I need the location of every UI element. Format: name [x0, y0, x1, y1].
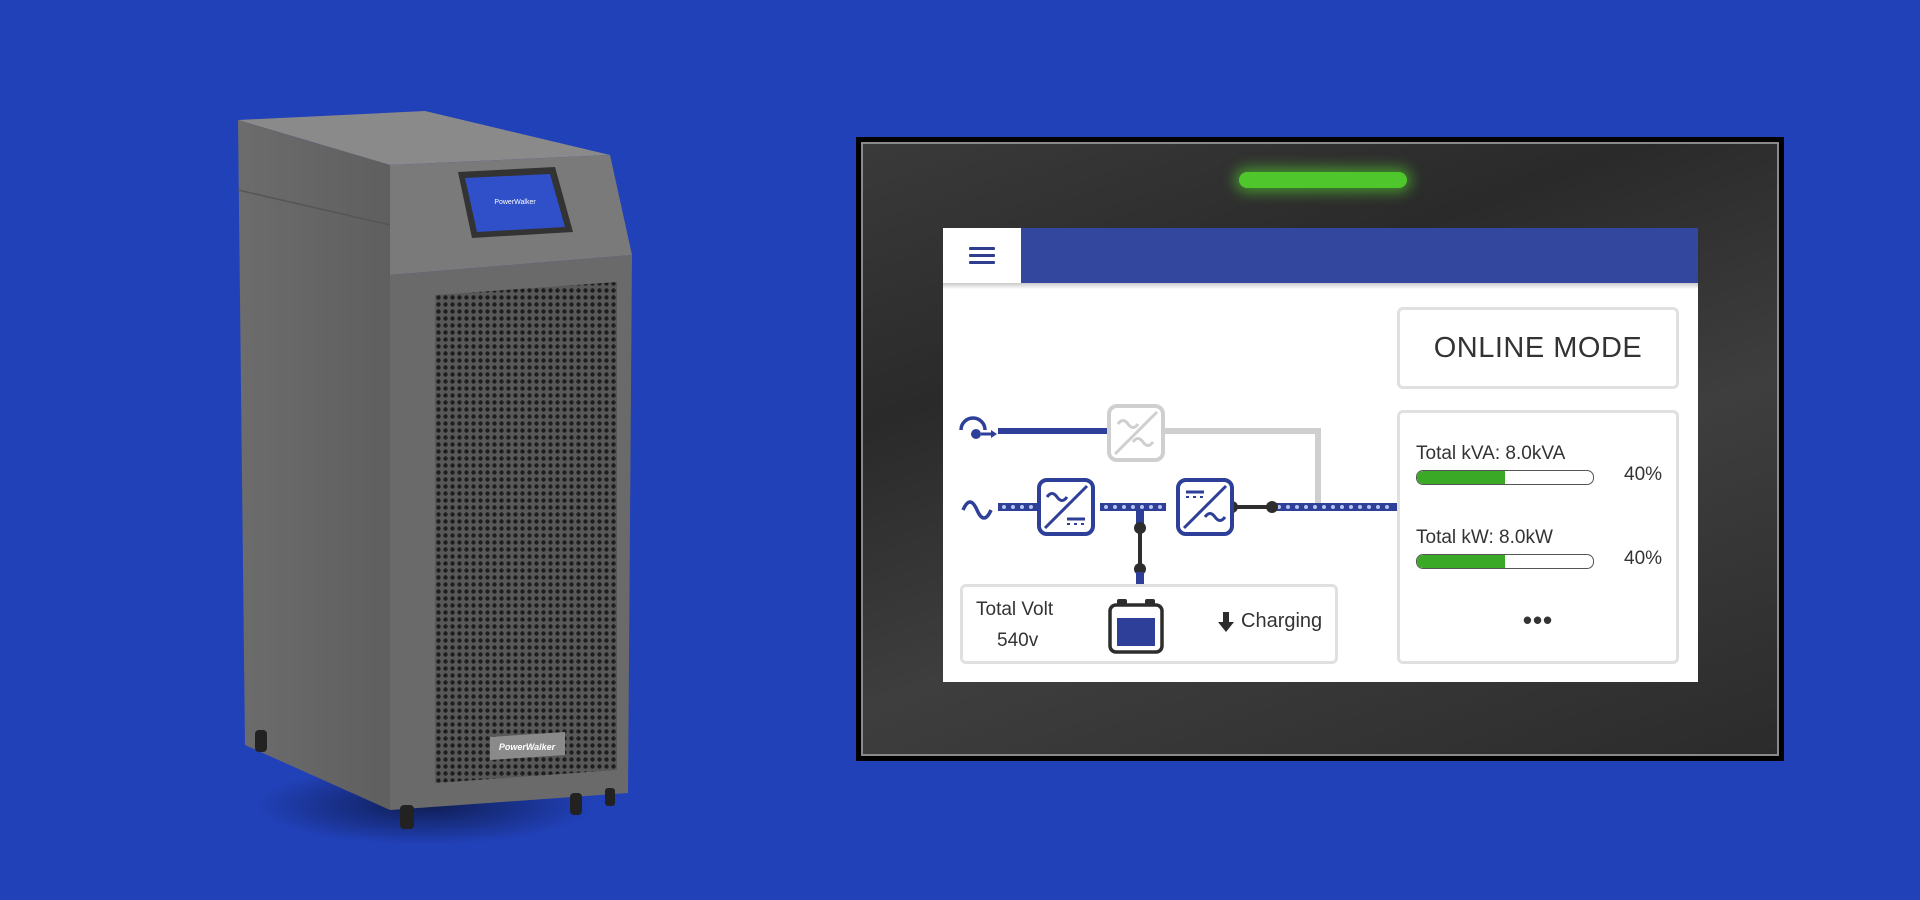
- power-flow-diagram: [959, 404, 1397, 586]
- kva-progress-bar: [1416, 470, 1594, 485]
- kw-percent: 40%: [1624, 548, 1663, 569]
- kva-percent: 40%: [1624, 464, 1663, 485]
- inverter-icon: [1176, 478, 1234, 536]
- front-brand-label: PowerWalker: [499, 742, 556, 752]
- display-bezel: ONLINE MODE Total kVA: 8.0kVA 40% Total …: [856, 137, 1784, 761]
- ac-input-icon: [961, 500, 993, 520]
- total-volt-value: 540v: [997, 630, 1039, 651]
- menu-button[interactable]: [943, 228, 1021, 283]
- battery-panel: Total Volt 540v Charging: [960, 584, 1338, 664]
- charging-status: Charging: [1217, 610, 1322, 633]
- static-switch-icon: [1107, 404, 1165, 462]
- ups-mode-status: ONLINE MODE: [1397, 307, 1679, 389]
- total-kw-label: Total kW: 8.0kW: [1416, 527, 1553, 548]
- screen-brand-label: PowerWalker: [494, 199, 536, 206]
- display-frame: ONLINE MODE Total kVA: 8.0kVA 40% Total …: [861, 142, 1779, 756]
- arrow-down-icon: [1218, 611, 1234, 632]
- top-bar: [943, 228, 1698, 283]
- kva-progress-fill: [1417, 471, 1505, 484]
- status-led: [1239, 172, 1407, 188]
- more-button[interactable]: •••: [1522, 605, 1554, 635]
- ups-cabinet-image: PowerWalker PowerWalker: [237, 111, 632, 845]
- total-kva-label: Total kVA: 8.0kVA: [1416, 443, 1566, 464]
- charging-label: Charging: [1241, 610, 1323, 632]
- load-stats-panel: Total kVA: 8.0kVA 40% Total kW: 8.0kW 40…: [1397, 410, 1679, 664]
- kw-progress-fill: [1417, 555, 1505, 568]
- ups-touch-screen: ONLINE MODE Total kVA: 8.0kVA 40% Total …: [943, 228, 1698, 682]
- rectifier-icon: [1037, 478, 1095, 536]
- total-volt-label: Total Volt: [976, 599, 1054, 620]
- hamburger-menu-icon: [969, 246, 995, 266]
- battery-icon: [1108, 599, 1164, 654]
- kw-progress-bar: [1416, 554, 1594, 569]
- bypass-input-icon: [959, 416, 997, 439]
